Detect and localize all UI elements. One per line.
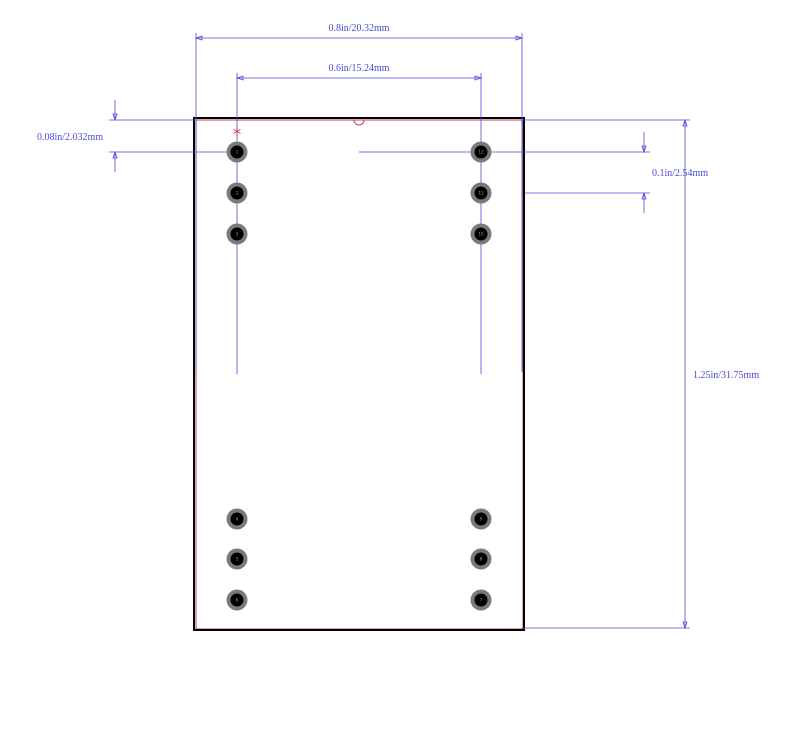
pad-number: 5: [236, 557, 239, 562]
pad-hole: [474, 593, 488, 607]
pad-hole: [474, 227, 488, 241]
pad-number: 12: [478, 150, 484, 155]
pad-5: 5: [226, 548, 248, 570]
pad-9: 9: [470, 508, 492, 530]
pad-number: 11: [478, 191, 484, 196]
pad-hole: [230, 186, 244, 200]
edge-arrow-bottom: [112, 150, 118, 159]
overall-width-label: 0.8in/20.32mm: [328, 23, 389, 34]
pad-number: 2: [236, 191, 239, 196]
pad-hole: [230, 512, 244, 526]
pad-number: 3: [236, 232, 239, 237]
pin1-notch: [353, 119, 365, 126]
pad-number: 6: [236, 598, 239, 603]
pad-6: 6: [226, 589, 248, 611]
pad-hole: [474, 186, 488, 200]
edge-to-pin-label: 0.08in/2.032mm: [37, 132, 103, 143]
pad-1: 1: [226, 141, 248, 163]
pad-number: 1: [236, 150, 239, 155]
row-arrow-right: [474, 75, 483, 81]
pad-number: 7: [480, 598, 483, 603]
pad-2: 2: [226, 182, 248, 204]
pad-7: 7: [470, 589, 492, 611]
pad-3: 3: [226, 223, 248, 245]
pad-hole: [230, 593, 244, 607]
pad-12: 12: [470, 141, 492, 163]
pad-number: 8: [480, 557, 483, 562]
pin1-marker: *: [233, 125, 242, 145]
pad-11: 11: [470, 182, 492, 204]
pad-hole: [230, 227, 244, 241]
overall-height-label: 1.25in/31.75mm: [693, 370, 759, 381]
pad-number: 10: [478, 232, 484, 237]
pad-hole: [230, 552, 244, 566]
pad-number: 9: [480, 517, 483, 522]
row-arrow-left: [235, 75, 244, 81]
width-arrow-right: [515, 35, 524, 41]
pad-hole: [230, 145, 244, 159]
component-outline: [193, 117, 525, 631]
pad-number: 4: [236, 517, 239, 522]
pad-4: 4: [226, 508, 248, 530]
pad-hole: [474, 145, 488, 159]
pad-hole: [474, 512, 488, 526]
width-arrow-left: [194, 35, 203, 41]
pin-row-spacing-label: 0.6in/15.24mm: [328, 63, 389, 74]
height-arrow-top: [682, 118, 688, 127]
pin-pitch-label: 0.1in/2.54mm: [652, 168, 708, 179]
pad-10: 10: [470, 223, 492, 245]
pitch-arrow-bottom: [641, 191, 647, 200]
pad-hole: [474, 552, 488, 566]
edge-arrow-top: [112, 113, 118, 122]
body-outline: [193, 117, 525, 631]
height-arrow-bottom: [682, 621, 688, 630]
dimension-labels: 0.8in/20.32mm 0.6in/15.24mm 0.08in/2.032…: [37, 23, 759, 381]
pitch-arrow-top: [641, 145, 647, 154]
pad-8: 8: [470, 548, 492, 570]
